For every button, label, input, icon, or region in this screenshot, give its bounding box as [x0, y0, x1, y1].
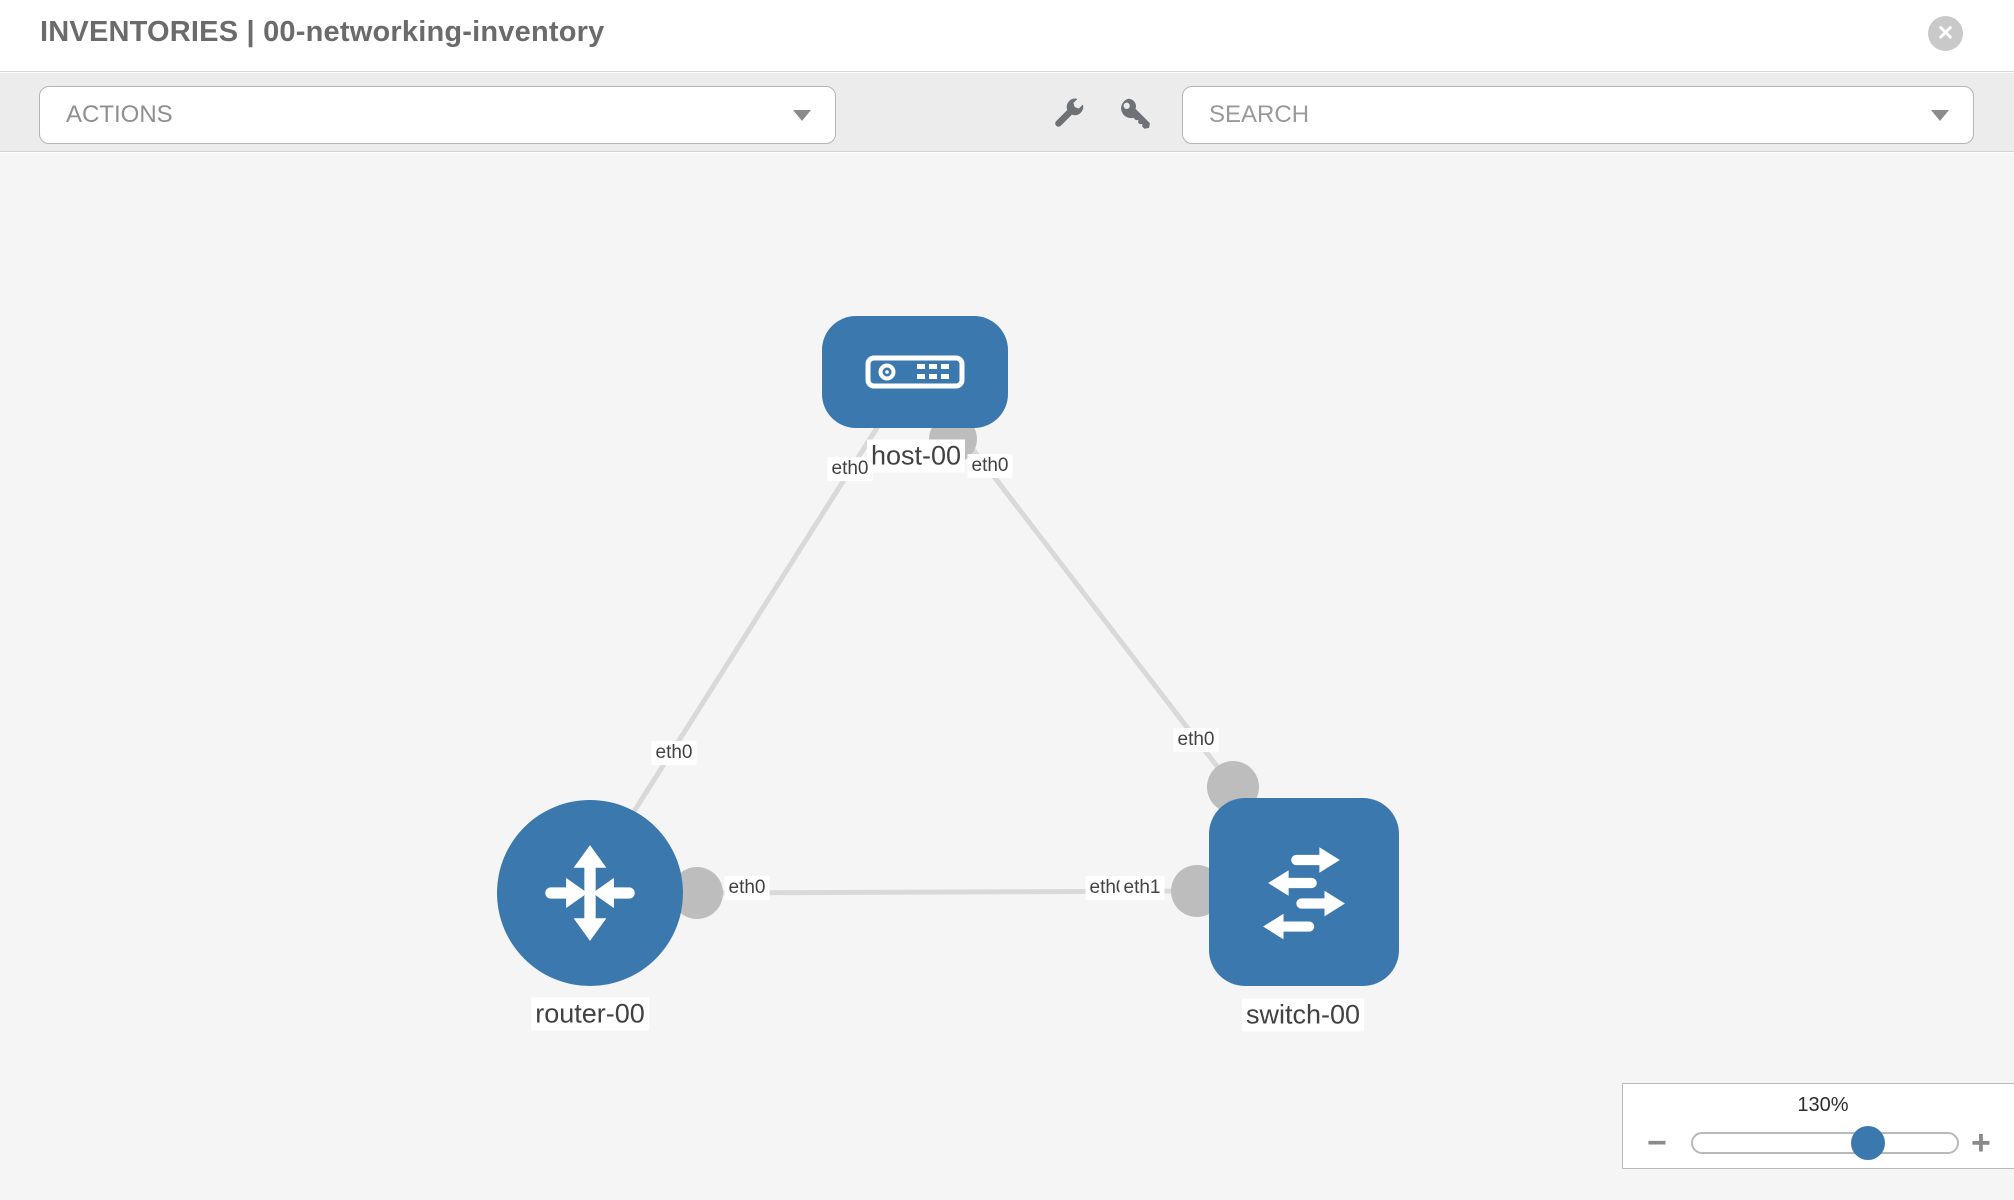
topology-links-layer — [625, 415, 1259, 919]
key-icon[interactable] — [1118, 95, 1154, 131]
node-router-00[interactable] — [497, 800, 683, 986]
chevron-down-icon — [793, 110, 811, 121]
page-header: INVENTORIES | 00-networking-inventory ✕ — [0, 0, 2014, 72]
link-host-switch — [953, 424, 1235, 789]
close-icon: ✕ — [1936, 22, 1955, 45]
node-switch-00[interactable] — [1209, 798, 1399, 986]
topology-canvas[interactable]: host-00 router-00 switch-00 eth0 eth0 et… — [0, 153, 2014, 1200]
node-label-host: host-00 — [866, 439, 966, 473]
router-icon — [545, 845, 635, 941]
node-host-00[interactable] — [822, 316, 1008, 428]
chevron-down-icon — [1931, 110, 1949, 121]
zoom-slider-track[interactable] — [1691, 1132, 1959, 1154]
zoom-panel: 130% − + — [1622, 1083, 2014, 1169]
zoom-in-button[interactable]: + — [1971, 1126, 1991, 1160]
close-button[interactable]: ✕ — [1928, 16, 1963, 51]
iface-label-switch-uplink: eth0 — [1173, 728, 1219, 752]
page-title: INVENTORIES | 00-networking-inventory — [40, 16, 605, 48]
iface-label-switch-left: eth1 — [1119, 876, 1165, 900]
plus-icon: + — [1971, 1124, 1991, 1162]
host-icon — [865, 355, 965, 389]
iface-label-router-uplink: eth0 — [651, 741, 697, 765]
iface-label-host-left: eth0 — [827, 457, 873, 481]
zoom-out-button[interactable]: − — [1647, 1126, 1667, 1160]
node-label-router: router-00 — [531, 997, 649, 1031]
node-label-switch: switch-00 — [1241, 998, 1365, 1032]
port-router-right[interactable] — [671, 867, 723, 919]
minus-icon: − — [1647, 1124, 1667, 1162]
zoom-slider-handle[interactable] — [1851, 1126, 1885, 1160]
iface-label-host-right: eth0 — [967, 454, 1013, 478]
search-input[interactable]: SEARCH — [1209, 101, 1310, 128]
wrench-icon[interactable] — [1050, 95, 1086, 131]
iface-label-switch-left-overlapped: eth0 — [1085, 876, 1131, 900]
zoom-level-value: 130% — [1797, 1094, 1849, 1116]
iface-label-router-right: eth0 — [724, 876, 770, 900]
switch-icon — [1263, 847, 1345, 940]
actions-dropdown-label: ACTIONS — [66, 101, 173, 128]
actions-dropdown[interactable]: ACTIONS — [39, 86, 836, 144]
search-dropdown[interactable]: SEARCH — [1182, 86, 1974, 144]
toolbar: ACTIONS SEARCH — [0, 73, 2014, 152]
